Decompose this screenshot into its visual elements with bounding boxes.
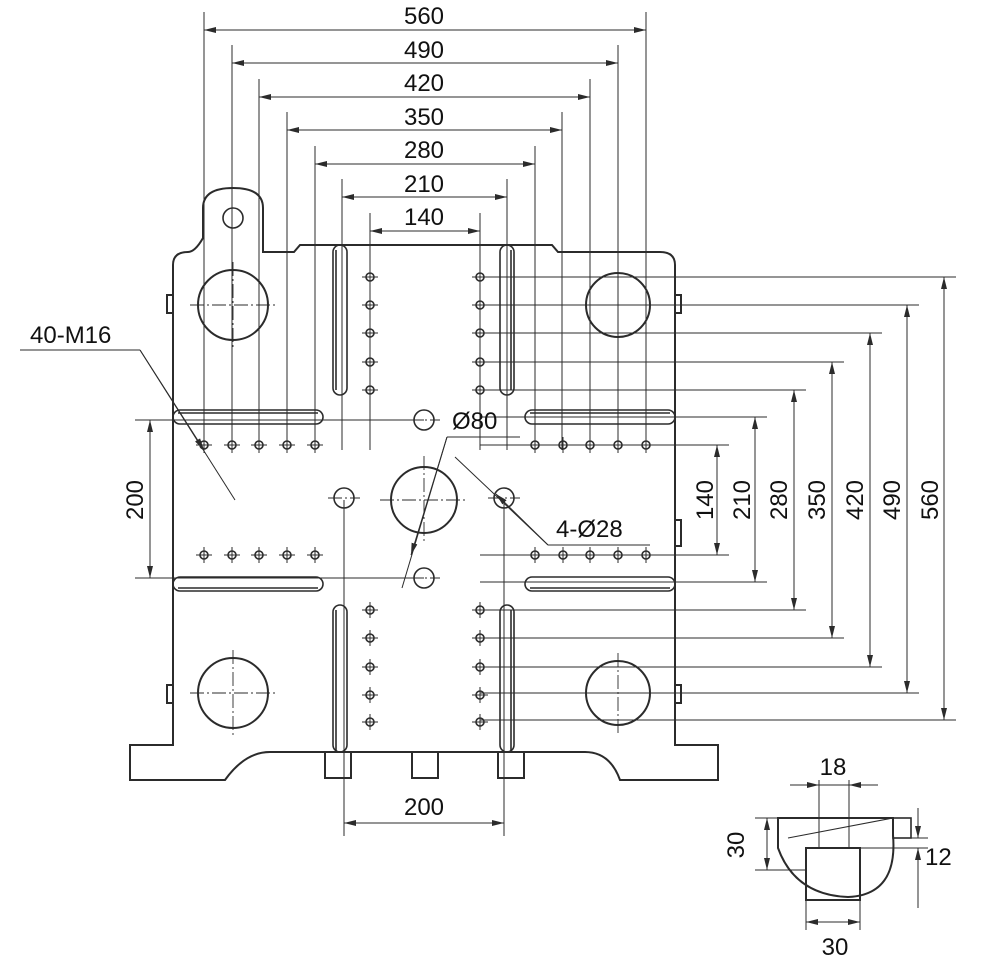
callout-40-m16: 40-M16 xyxy=(30,322,111,349)
tapped-hole xyxy=(307,547,323,563)
dim-top-280: 280 xyxy=(404,137,444,164)
tapped-hole xyxy=(362,630,378,646)
dim-right-210: 210 xyxy=(729,480,756,520)
tapped-hole xyxy=(362,659,378,675)
tapped-holes xyxy=(196,269,654,730)
dim-top-350: 350 xyxy=(404,104,444,131)
tapped-hole xyxy=(362,687,378,703)
dimension-lines xyxy=(135,12,956,836)
dim-right-350: 350 xyxy=(804,480,831,520)
dim-bottom-200: 200 xyxy=(404,794,444,821)
dim-left-200: 200 xyxy=(122,480,149,520)
detail-dim-18: 18 xyxy=(820,754,847,781)
tapped-hole xyxy=(251,547,267,563)
lifting-eye xyxy=(222,207,244,229)
dim-right-490: 490 xyxy=(879,480,906,520)
tapped-hole xyxy=(196,547,212,563)
callout-dia-80: Ø80 xyxy=(452,408,497,435)
dim-top-140: 140 xyxy=(404,204,444,231)
detail-dim-30-bottom: 30 xyxy=(822,934,849,961)
detail-dim-12: 12 xyxy=(925,844,952,871)
dim-top-420: 420 xyxy=(404,70,444,97)
detail-dim-30-left: 30 xyxy=(723,832,750,859)
dim-top-490: 490 xyxy=(404,37,444,64)
tapped-hole xyxy=(279,547,295,563)
t-slot-detail xyxy=(755,780,928,930)
tapped-hole xyxy=(362,602,378,618)
tapped-hole xyxy=(224,547,240,563)
dim-right-280: 280 xyxy=(766,480,793,520)
callout-leaders xyxy=(20,349,650,589)
tapped-hole xyxy=(472,687,488,703)
tapped-hole xyxy=(362,714,378,730)
tapped-hole xyxy=(472,714,488,730)
dim-right-420: 420 xyxy=(842,480,869,520)
dim-top-210: 210 xyxy=(404,171,444,198)
dim-right-560: 560 xyxy=(917,480,944,520)
dim-right-140: 140 xyxy=(692,480,719,520)
dim-top-560: 560 xyxy=(404,3,444,30)
callout-4-dia-28: 4-Ø28 xyxy=(556,516,623,543)
t-slots xyxy=(172,244,676,753)
